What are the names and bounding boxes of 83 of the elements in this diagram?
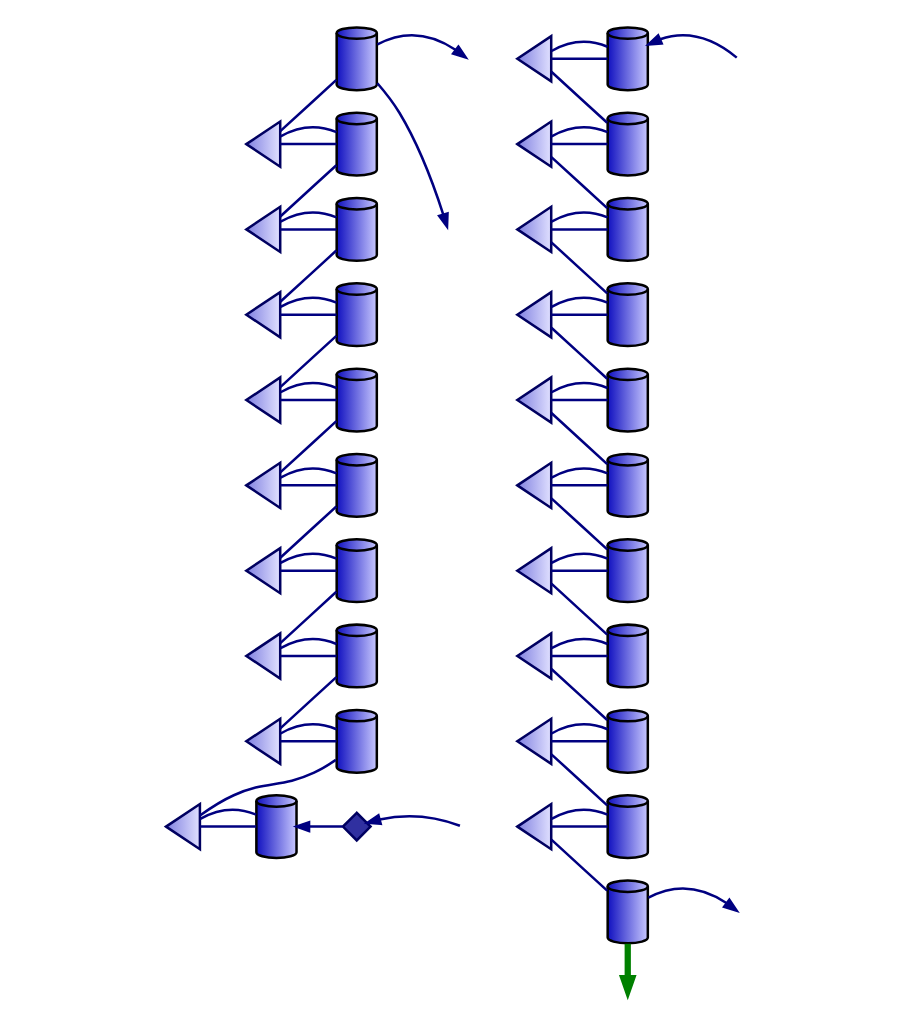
connector <box>551 125 608 138</box>
connector <box>279 505 338 559</box>
connector <box>551 296 608 309</box>
connector <box>550 582 609 636</box>
node-triangle <box>244 631 282 681</box>
connector <box>550 668 609 721</box>
connector <box>551 211 608 223</box>
connector <box>551 484 608 487</box>
connector <box>551 552 608 564</box>
connector <box>279 590 338 644</box>
arrow <box>376 82 449 231</box>
connector <box>551 142 608 146</box>
node-triangle <box>244 460 282 511</box>
connector <box>551 740 608 743</box>
node-triangle <box>244 375 282 425</box>
connector <box>550 70 609 124</box>
connector <box>550 838 609 892</box>
connector <box>199 758 337 817</box>
connector <box>280 723 337 735</box>
connector <box>550 156 609 210</box>
connector <box>280 313 337 316</box>
connector <box>280 398 337 402</box>
connector <box>280 552 337 564</box>
connector <box>551 654 608 658</box>
connector <box>279 78 338 133</box>
connector <box>550 241 609 295</box>
connector <box>280 569 337 572</box>
arrow <box>618 943 637 1001</box>
connector <box>550 326 609 380</box>
node-triangle <box>515 33 553 84</box>
arrow <box>647 887 740 914</box>
node-triangle <box>515 460 553 511</box>
connector <box>551 808 608 820</box>
node-triangle <box>515 631 553 681</box>
connector <box>280 296 337 309</box>
connector <box>279 164 338 218</box>
arrow <box>644 33 738 59</box>
connector <box>280 125 337 138</box>
node-triangle <box>244 119 282 169</box>
connector <box>280 484 337 487</box>
node-triangle <box>515 716 553 767</box>
connector <box>280 228 337 231</box>
connector <box>279 420 338 474</box>
connector <box>550 412 609 465</box>
node-triangle <box>515 204 553 255</box>
node-triangle <box>515 289 553 340</box>
connector <box>551 723 608 735</box>
node-triangle <box>515 119 553 169</box>
connector <box>279 249 338 303</box>
connector <box>551 398 608 402</box>
connector <box>280 467 337 479</box>
connector <box>280 211 337 223</box>
node-triangle <box>244 289 282 340</box>
connector <box>551 40 608 53</box>
connector <box>551 569 608 572</box>
arrow <box>363 813 461 827</box>
connector <box>280 740 337 743</box>
node-triangle <box>515 375 553 425</box>
connector <box>200 825 257 828</box>
arrow <box>292 820 343 833</box>
connector <box>280 654 337 658</box>
connector <box>550 497 609 551</box>
connector <box>551 313 608 316</box>
connector <box>280 142 337 146</box>
connector <box>199 808 257 820</box>
connector <box>279 334 338 389</box>
connector <box>280 381 337 394</box>
node-triangle <box>244 545 282 596</box>
connector <box>551 637 608 650</box>
node-valve <box>341 811 373 843</box>
node-triangle <box>515 545 553 596</box>
connector <box>551 381 608 394</box>
node-triangle <box>244 716 282 767</box>
node-triangle <box>244 204 282 255</box>
node-triangle <box>515 801 553 852</box>
connector <box>550 753 609 807</box>
connector <box>280 637 337 650</box>
connector <box>551 228 608 231</box>
connector <box>551 57 608 61</box>
connector <box>279 676 338 730</box>
node-triangle <box>163 801 202 852</box>
connector <box>551 825 608 828</box>
connector <box>551 467 608 479</box>
